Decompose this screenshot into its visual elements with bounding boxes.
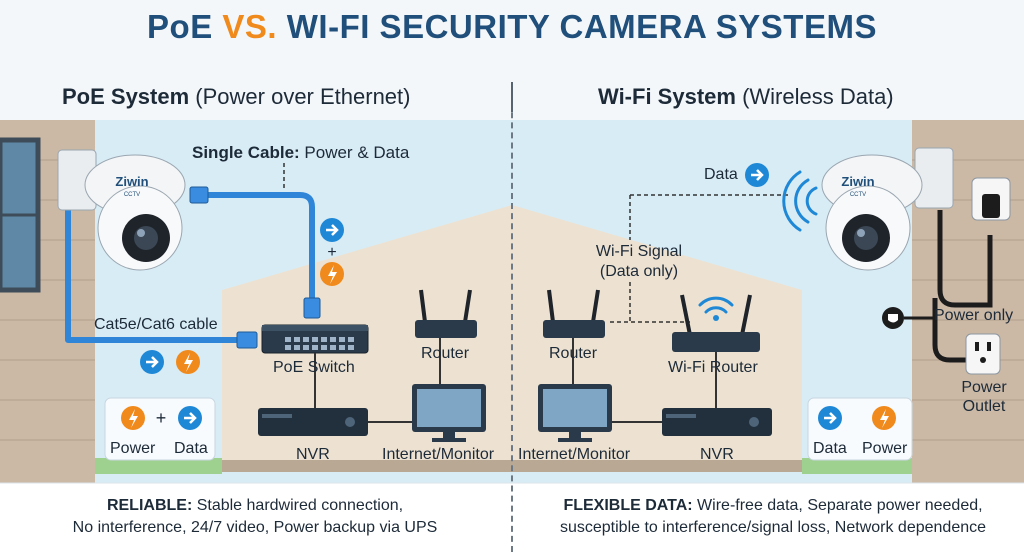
poe-switch-label: PoE Switch xyxy=(273,359,355,376)
poe-legend-data: Data xyxy=(174,440,208,457)
wifi-router-label: Wi-Fi Router xyxy=(668,359,758,376)
poe-caption: RELIABLE: Stable hardwired connection,No… xyxy=(72,497,438,536)
wifi-monitor-label: Internet/Monitor xyxy=(518,446,631,463)
power-outlet-icon xyxy=(965,333,1001,375)
wifi-heading: Wi-Fi System (Wireless Data) xyxy=(598,84,894,109)
poe-camera-sub: CCTV xyxy=(124,192,140,198)
rj45-connector xyxy=(303,297,321,319)
poe-cable-switch xyxy=(205,192,315,300)
poe-nvr xyxy=(258,353,412,436)
wifi-camera-brand: Ziwin xyxy=(841,174,874,189)
poe-switch xyxy=(261,324,369,354)
poe-camera xyxy=(57,149,186,271)
wifi-side-router xyxy=(543,289,605,385)
poe-monitor-label: Internet/Monitor xyxy=(382,446,495,463)
wifi-signal-label: Wi-Fi Signal(Data only) xyxy=(595,243,683,280)
section-divider-top xyxy=(511,82,513,112)
wifi-side-monitor xyxy=(538,384,662,442)
wifi-nvr-label: NVR xyxy=(700,446,734,463)
wifi-legend-power: Power xyxy=(862,440,908,457)
wifi-legend-data: Data xyxy=(813,440,847,457)
power-only-label: Power only xyxy=(934,307,1014,324)
page-title: PoE VS. WI-FI SECURITY CAMERA SYSTEMS xyxy=(147,8,877,45)
power-cable xyxy=(937,210,993,308)
single-cable-label: Single Cable: Power & Data xyxy=(192,143,410,162)
poe-router xyxy=(415,289,477,385)
poe-cable-camera xyxy=(65,205,240,343)
poe-monitor xyxy=(412,384,486,442)
wifi-side-nvr xyxy=(662,408,772,436)
wifi-side-router-label: Router xyxy=(549,345,598,362)
section-divider xyxy=(511,82,513,552)
top-power-socket xyxy=(971,177,1011,221)
poe-legend-power: Power xyxy=(110,440,156,457)
wifi-router xyxy=(672,294,760,408)
poe-camera-brand: Ziwin xyxy=(115,174,148,189)
poe-nvr-label: NVR xyxy=(296,446,330,463)
wifi-caption: FLEXIBLE DATA: Wire-free data, Separate … xyxy=(559,497,987,536)
legend-plus: + xyxy=(156,408,167,428)
wifi-camera-sub: CCTV xyxy=(850,192,866,198)
cable-type-label: Cat5e/Cat6 cable xyxy=(94,316,218,333)
wifi-waves-icon xyxy=(782,170,818,232)
poe-heading: PoE System (Power over Ethernet) xyxy=(62,84,411,109)
wifi-camera xyxy=(821,147,954,271)
wifi-data-label: Data xyxy=(704,166,738,183)
arrow-plus: + xyxy=(327,244,336,261)
poe-router-label: Router xyxy=(421,345,470,362)
plug-icon xyxy=(882,307,935,329)
